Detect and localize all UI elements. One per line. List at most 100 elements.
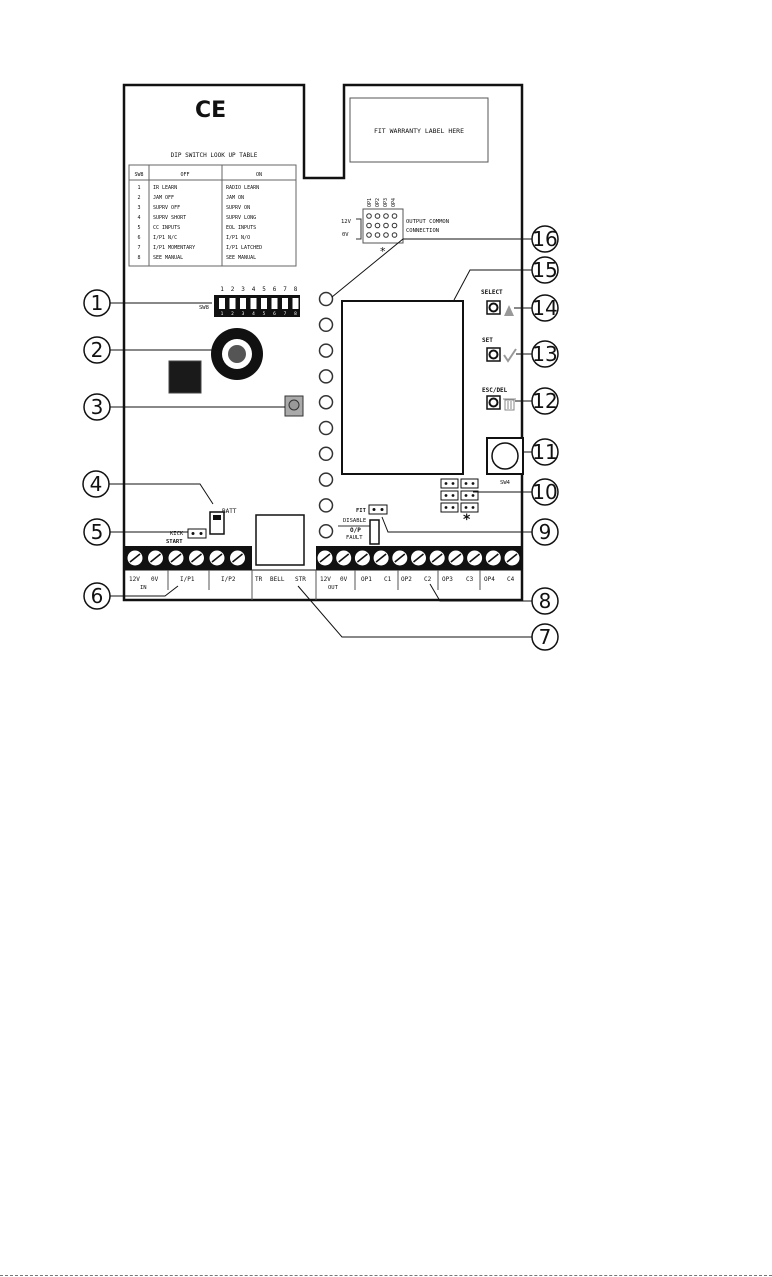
dip-lever [261, 298, 267, 309]
header-pin [391, 213, 398, 219]
dip-table-cell: 3 [137, 205, 140, 211]
dip-lever [250, 298, 257, 309]
dip-number-top: 2 [231, 286, 235, 293]
warranty-label-text: FIT WARRANTY LABEL HERE [374, 127, 464, 135]
esc-del-button[interactable] [486, 395, 501, 410]
kick-label: KICK [170, 531, 184, 537]
dip-number-bottom: 7 [284, 311, 287, 317]
header-pin [383, 222, 389, 229]
set-button[interactable] [486, 347, 501, 362]
dip-lever [282, 298, 288, 309]
status-led [318, 523, 334, 539]
dip-lever [229, 298, 236, 309]
dip-table-cell: RADIO LEARN [226, 185, 259, 191]
op1-label: OP1 [367, 198, 373, 207]
term-c4: C4 [507, 576, 515, 583]
output-common-line2: CONNECTION [406, 228, 439, 234]
esc-del-label: ESC/DEL [482, 387, 508, 394]
term-c3: C3 [466, 576, 474, 583]
callout-number: 4 [90, 472, 103, 496]
dip-number-bottom: 4 [252, 311, 255, 317]
header-pin [391, 222, 398, 229]
term-op3: OP3 [442, 576, 453, 583]
12v-label: 12V [341, 219, 352, 225]
set-label: SET [482, 337, 493, 344]
dip-table-cell: CC INPUTS [153, 225, 180, 231]
fault-label: FAULT [346, 535, 363, 541]
term-op1: OP1 [361, 576, 372, 583]
buzzer-center [228, 345, 246, 363]
op2-label: OP2 [375, 198, 381, 207]
dip-table-cell: 2 [137, 195, 140, 201]
dip-table-cell: EOL INPUTS [226, 225, 256, 231]
dip-table-cell: SEE MANUAL [226, 255, 256, 261]
callout-number: 7 [539, 625, 552, 649]
term-12v-in: 12V [129, 576, 140, 583]
callout-circle [83, 393, 111, 421]
callout-number: 14 [532, 296, 557, 320]
trash-icon [503, 398, 516, 411]
jumper-pin-pair [440, 502, 459, 513]
dip-number-top: 6 [273, 286, 277, 293]
dip-table-cell: 8 [137, 255, 140, 261]
leader-lines [109, 238, 532, 638]
dip-table-cell: 4 [137, 215, 140, 221]
ce-mark: CE [195, 98, 226, 123]
header-pin [366, 222, 372, 229]
callout-number: 5 [91, 520, 104, 544]
status-led [318, 498, 334, 513]
op3-label: OP3 [383, 198, 389, 207]
callout-circle [83, 289, 111, 317]
dip-switch-label: SW8 [199, 305, 209, 311]
header-pin [366, 232, 372, 238]
dip-table-cell: JAM ON [226, 195, 244, 201]
callout-circle [531, 387, 559, 415]
dip-lever [292, 298, 299, 309]
header-pin [383, 213, 389, 219]
status-led [318, 472, 334, 487]
dip-number-top: 8 [294, 286, 298, 293]
callout-circle [531, 225, 559, 253]
callout-circle [83, 336, 111, 364]
header-pin [374, 232, 381, 238]
fit-jumper [368, 504, 388, 515]
callout-number: 6 [91, 584, 104, 608]
term-op4: OP4 [484, 576, 495, 583]
output-common-pins [366, 213, 398, 238]
callout-number: 1 [91, 291, 104, 315]
dip-header-sw8: SW8 [134, 172, 143, 178]
dip-number-bottom: 5 [263, 311, 266, 317]
callout-circle [531, 623, 559, 651]
dip-number-top: 5 [262, 286, 266, 293]
callout-number: 16 [532, 227, 557, 251]
status-led [318, 343, 334, 358]
jumper-pin-pair [440, 490, 459, 501]
select-button[interactable] [486, 300, 501, 315]
terminal-labels: 12V IN 0V I/P1 I/P2 TR BELL STR 12V OUT … [124, 569, 522, 600]
callout-number: 15 [532, 258, 557, 282]
dip-table-cell: SUPRV ON [226, 205, 250, 211]
microcontroller-chip [168, 360, 202, 394]
output-common-line1: OUTPUT COMMON [406, 219, 449, 225]
sw4-button[interactable] [486, 437, 524, 475]
dip-table-cell: 7 [137, 245, 140, 251]
dip-table-cell: 6 [137, 235, 140, 241]
sw4-label: SW4 [500, 480, 511, 486]
callout-number: 3 [91, 395, 104, 419]
callout-number: 2 [91, 338, 104, 362]
jumper-pin-pair [460, 478, 479, 489]
jumper-bank [440, 478, 479, 513]
kick-start-jumper [187, 528, 207, 539]
dip-number-top: 7 [283, 286, 287, 293]
callout-circle [83, 518, 111, 546]
terminal-screws [126, 549, 521, 567]
term-0v-right: 0V [340, 576, 348, 583]
dip-table-cell: I/P1 LATCHED [226, 245, 262, 251]
callout-circle [82, 470, 110, 498]
dip-number-top: 3 [241, 286, 245, 293]
